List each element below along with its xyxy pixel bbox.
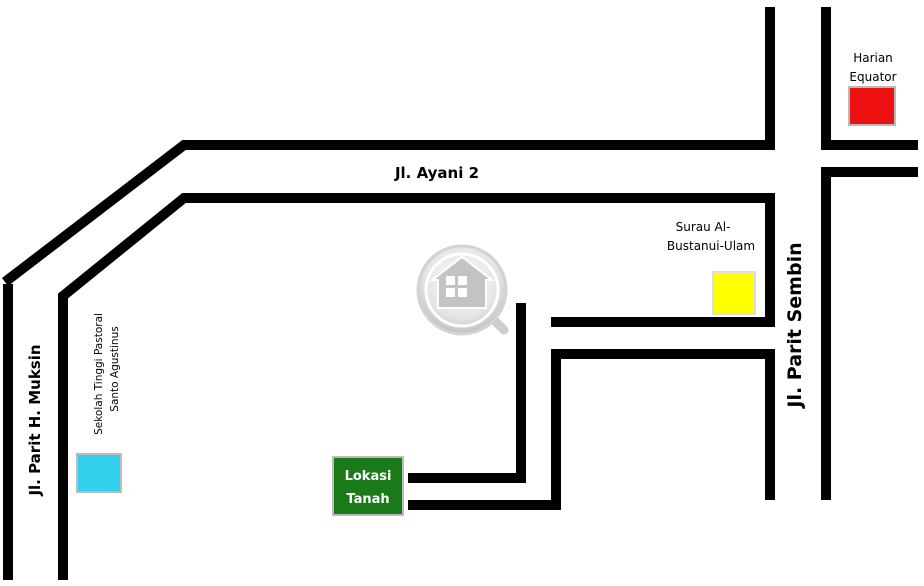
road-parit-sembin-east-upper — [821, 7, 918, 150]
landmark-label-lokasi-line1: Lokasi — [345, 469, 392, 484]
road-lokasi-upper — [408, 303, 526, 483]
landmark-label-surau-line1: Surau Al- — [676, 220, 731, 234]
landmark-label-lokasi-line2: Tanah — [346, 492, 389, 507]
house-magnifier-icon — [416, 244, 509, 336]
road-branch-lower — [408, 349, 775, 510]
street-label-ayani: Jl. Ayani 2 — [394, 164, 479, 182]
street-label-parit-sembin: Jl. Parit Sembin — [784, 242, 806, 409]
landmark-label-surau-line2: Bustanui-Ulam — [667, 239, 755, 253]
landmark-marker-sekolah — [76, 453, 122, 493]
landmark-label-sekolah-line1: Sekolah Tinggi Pastoral — [93, 313, 105, 435]
road-ayani-upper — [1, 7, 775, 286]
road-parit-sembin-east-lower — [821, 167, 918, 500]
roads — [1, 7, 918, 580]
landmark-label-harian-line2: Equator — [849, 70, 896, 84]
landmark-label-sekolah-line2: Santo Agustinus — [109, 326, 121, 411]
landmark-label-harian-line1: Harian — [853, 51, 893, 65]
landmark-marker-lokasi-tanah — [332, 456, 404, 516]
road-ayani-lower — [58, 193, 775, 580]
landmark-marker-surau — [712, 271, 756, 315]
landmark-marker-harian-equator — [848, 86, 896, 126]
street-label-parit-muksin: Jl. Parit H. Muksin — [26, 344, 44, 496]
